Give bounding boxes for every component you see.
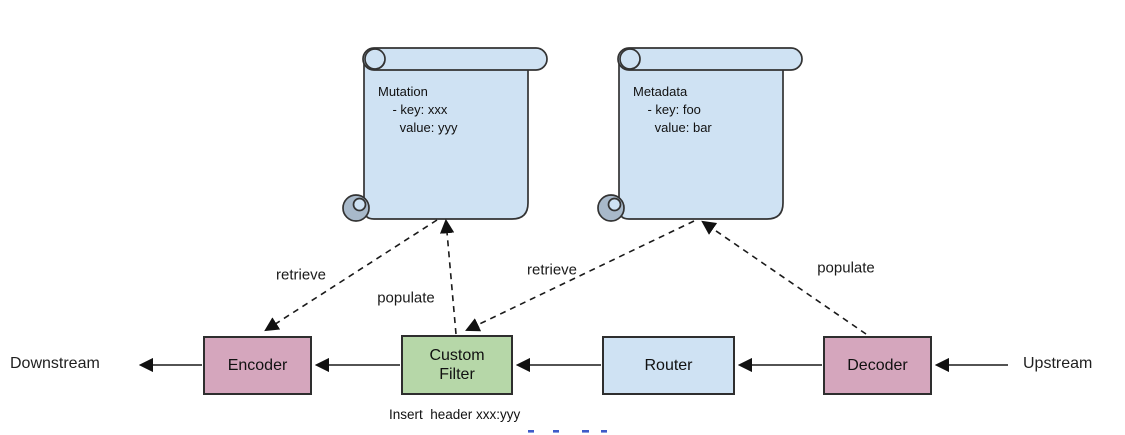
node-encoder: Encoder (203, 336, 312, 395)
edge-retrieve-metadata-to-filter (465, 220, 695, 332)
node-custom-filter-label: Custom Filter (429, 347, 485, 383)
insert-header-caption: Insert header xxx:yyy (389, 407, 521, 422)
metadata-scroll-shape (597, 47, 803, 222)
node-custom-filter: Custom Filter (401, 335, 513, 395)
edge-label-populate-metadata: populate (817, 259, 875, 277)
metadata-note-text: Metadata - key: foo value: bar (633, 84, 712, 135)
edge-label-retrieve-encoder: retrieve (275, 266, 327, 284)
downstream-label: Downstream (10, 355, 100, 372)
edge-populate-filter-to-mutation (439, 218, 457, 335)
scroll-top-curl-icon (364, 48, 386, 70)
node-decoder: Decoder (823, 336, 932, 395)
edge-retrieve-mutation-to-encoder (264, 219, 438, 332)
node-router: Router (602, 336, 735, 395)
upstream-label: Upstream (1023, 355, 1093, 372)
edge-label-populate-mutation: populate (377, 289, 435, 307)
cropped-text-fragments (528, 430, 607, 433)
node-router-label: Router (644, 357, 693, 374)
node-encoder-label: Encoder (227, 357, 288, 374)
scroll-top-curl-icon (619, 48, 641, 70)
mutation-scroll-shape (342, 47, 548, 222)
edge-label-retrieve-filter: retrieve (526, 261, 578, 279)
edge-populate-decoder-to-metadata (701, 220, 867, 335)
node-decoder-label: Decoder (847, 357, 908, 374)
mutation-note-text: Mutation - key: xxx value: yyy (378, 84, 458, 135)
